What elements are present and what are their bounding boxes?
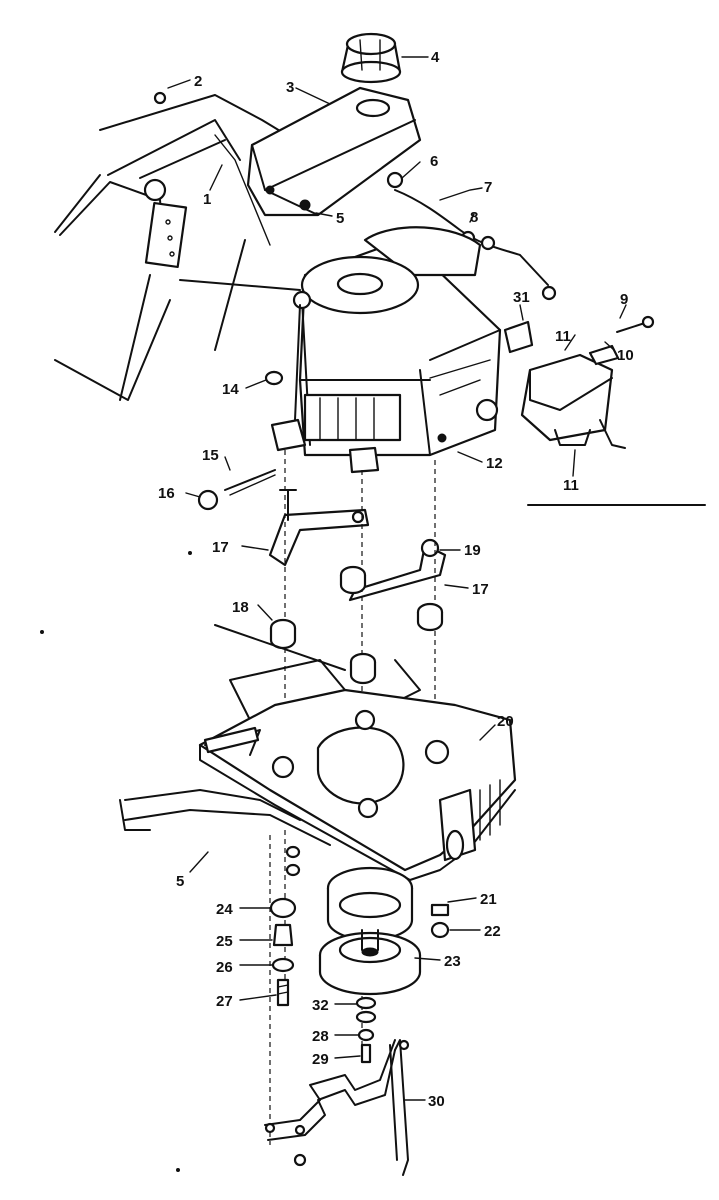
callout-23: 23	[444, 953, 461, 970]
fuel-line-assembly	[386, 171, 557, 301]
callout-20: 20	[497, 713, 514, 730]
screw-2	[153, 91, 167, 105]
spacers	[269, 565, 444, 685]
pulley	[318, 866, 422, 996]
frame-plate	[119, 624, 517, 881]
callout-29: 29	[312, 1051, 329, 1068]
callout-17-right: 17	[472, 581, 489, 598]
callout-labels: 2 3 4 1 5 6 7 8 9 10 11 11 31 12 14 15 1…	[158, 49, 634, 1110]
lower-bracket	[264, 1039, 410, 1176]
callout-15: 15	[202, 447, 219, 464]
callout-10: 10	[617, 347, 634, 364]
callout-1: 1	[203, 191, 211, 208]
callout-7: 7	[484, 179, 492, 196]
callout-9: 9	[620, 291, 628, 308]
nut-14	[264, 370, 284, 386]
callout-16: 16	[158, 485, 175, 502]
muffler	[503, 315, 655, 449]
callout-32: 32	[312, 997, 329, 1014]
callout-30: 30	[428, 1093, 445, 1110]
callout-19: 19	[464, 542, 481, 559]
callout-8: 8	[470, 209, 478, 226]
callout-31: 31	[513, 289, 530, 306]
engine	[270, 226, 502, 474]
callout-4: 4	[431, 49, 440, 66]
hood-panel	[54, 94, 301, 401]
callout-28: 28	[312, 1028, 329, 1045]
callout-21: 21	[480, 891, 497, 908]
callout-6: 6	[430, 153, 438, 170]
bolt-15	[197, 370, 282, 511]
callout-18: 18	[232, 599, 249, 616]
callout-2: 2	[194, 73, 202, 90]
stray-dot	[40, 630, 44, 634]
fuel-cap	[340, 32, 402, 84]
callout-26: 26	[216, 959, 233, 976]
callout-12: 12	[486, 455, 503, 472]
fuel-tank	[246, 86, 422, 217]
callout-17-left: 17	[212, 539, 229, 556]
callout-5: 5	[336, 210, 344, 227]
lower-hardware	[269, 845, 450, 1064]
leader-lines	[167, 56, 627, 1101]
stray-dot	[176, 1168, 180, 1172]
callout-14: 14	[222, 381, 239, 398]
callout-25: 25	[216, 933, 233, 950]
callout-5-lower: 5	[176, 873, 184, 890]
callout-22: 22	[484, 923, 501, 940]
callout-11-bottom: 11	[563, 477, 579, 494]
callout-11-top: 11	[555, 328, 571, 345]
callout-24: 24	[216, 901, 233, 918]
stray-dot	[188, 551, 192, 555]
callout-27: 27	[216, 993, 233, 1010]
callout-3: 3	[286, 79, 294, 96]
